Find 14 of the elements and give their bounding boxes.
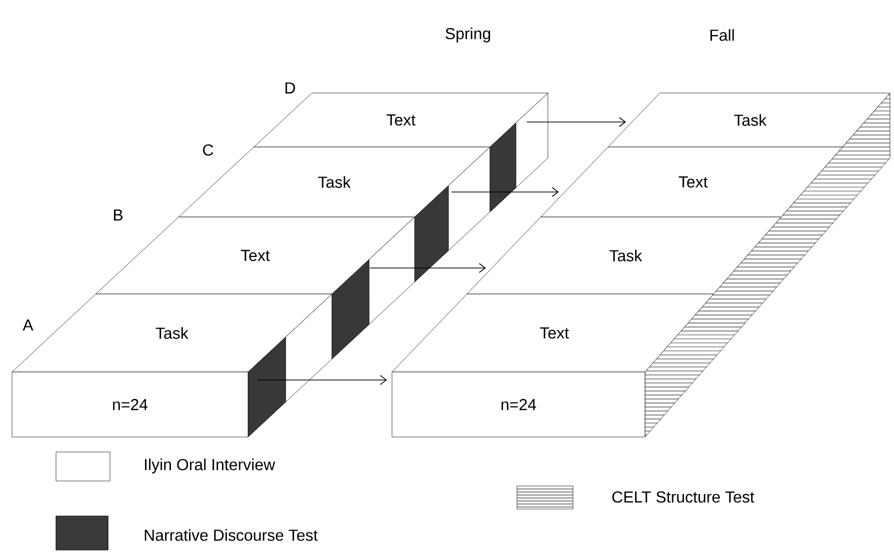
node-label: Task [734, 114, 767, 126]
row-letter: A [22, 320, 34, 330]
front-box: n=24 [392, 372, 646, 438]
legend-text: Ilyin Oral Interview [145, 458, 276, 474]
row-letter: C [203, 144, 214, 156]
legend-text: Narrative Discourse Test [144, 529, 318, 541]
legend-text: CELT Structure Test [612, 491, 754, 503]
season-heading: Spring [446, 28, 490, 42]
season-heading: Fall [710, 29, 734, 41]
arrow [526, 117, 626, 127]
row-letter: D [286, 82, 296, 94]
slab-top: Task [608, 92, 890, 148]
front-box: n=24 [12, 372, 248, 438]
arrow [258, 375, 387, 385]
